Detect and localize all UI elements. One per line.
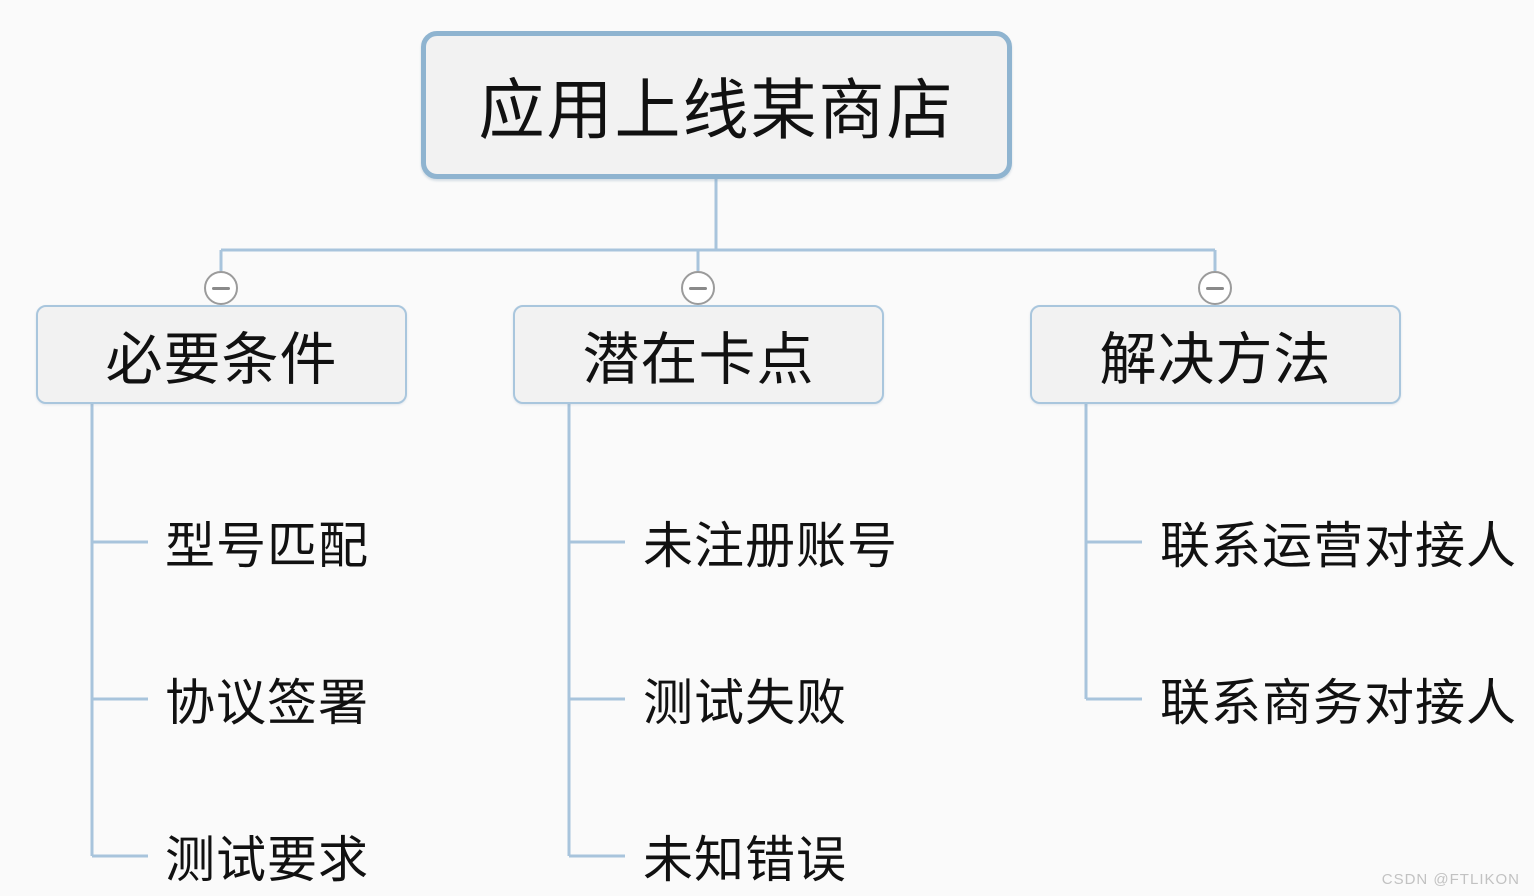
root-node-label: 应用上线某商店 bbox=[478, 73, 955, 147]
minus-circle-icon-branch-2[interactable] bbox=[681, 271, 715, 305]
leaf-node[interactable]: 型号匹配 bbox=[165, 518, 369, 574]
minus-circle-icon-branch-3[interactable] bbox=[1198, 271, 1232, 305]
leaf-node[interactable]: 未注册账号 bbox=[643, 518, 898, 574]
leaf-node[interactable]: 测试失败 bbox=[643, 675, 847, 731]
watermark: CSDN @FTLIKON bbox=[1381, 871, 1520, 888]
branch-node-solutions[interactable]: 解决方法 bbox=[1030, 305, 1401, 404]
leaf-node[interactable]: 联系运营对接人 bbox=[1160, 518, 1517, 574]
leaf-node[interactable]: 联系商务对接人 bbox=[1160, 675, 1517, 731]
branch-node-necessary-conditions[interactable]: 必要条件 bbox=[36, 305, 407, 404]
branch-node-label: 潜在卡点 bbox=[582, 327, 815, 392]
branch-node-potential-blockers[interactable]: 潜在卡点 bbox=[513, 305, 884, 404]
branch-node-label: 解决方法 bbox=[1099, 327, 1332, 392]
root-node[interactable]: 应用上线某商店 bbox=[421, 31, 1012, 179]
leaf-node[interactable]: 协议签署 bbox=[165, 675, 369, 731]
leaf-node[interactable]: 未知错误 bbox=[643, 832, 847, 888]
leaf-node[interactable]: 测试要求 bbox=[165, 832, 369, 888]
minus-circle-icon-branch-1[interactable] bbox=[204, 271, 238, 305]
branch-node-label: 必要条件 bbox=[105, 327, 338, 392]
